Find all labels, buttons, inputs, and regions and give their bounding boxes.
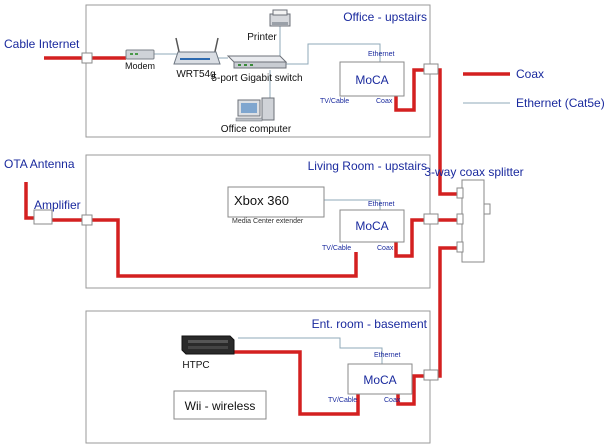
printer-label: Printer bbox=[247, 32, 277, 43]
wii-box bbox=[173, 390, 267, 420]
xbox-box bbox=[227, 186, 325, 218]
moca-living-tvcable: TV/Cable bbox=[322, 245, 351, 252]
switch-icon bbox=[226, 55, 288, 69]
htpc-icon bbox=[181, 335, 235, 355]
xbox-sublabel: Media Center extender bbox=[232, 218, 304, 225]
amplifier-label: Amplifier bbox=[34, 198, 81, 212]
moca-living: MoCA Ethernet TV/Cable Coax bbox=[322, 201, 405, 252]
moca-office: MoCA Ethernet TV/Cable Coax bbox=[320, 51, 405, 105]
office-computer-label: Office computer bbox=[221, 124, 292, 135]
legend-coax-label: Coax bbox=[516, 67, 544, 81]
cable-internet-label: Cable Internet bbox=[4, 37, 80, 51]
moca-ent-ethernet: Ethernet bbox=[374, 352, 401, 359]
moca-ent-tvcable: TV/Cable bbox=[328, 397, 357, 404]
moca-living-ethernet: Ethernet bbox=[368, 201, 395, 208]
office-room-title: Office - upstairs bbox=[343, 10, 427, 24]
connectors bbox=[81, 52, 439, 381]
legend-ethernet-label: Ethernet (Cat5e) bbox=[516, 96, 605, 110]
xbox-label: Xbox 360 bbox=[234, 193, 289, 208]
moca-living-coax: Coax bbox=[377, 245, 394, 252]
modem-icon bbox=[125, 49, 155, 60]
moca-office-tvcable: TV/Cable bbox=[320, 98, 349, 105]
router-icon bbox=[173, 37, 221, 65]
living-room-title: Living Room - upstairs bbox=[308, 159, 427, 173]
moca-ent-coax: Coax bbox=[384, 397, 401, 404]
modem-label: Modem bbox=[125, 61, 155, 71]
moca-living-name: MoCA bbox=[355, 219, 388, 233]
moca-ent: MoCA Ethernet TV/Cable Coax bbox=[328, 352, 413, 404]
ethernet-lines bbox=[154, 26, 510, 365]
moca-office-name: MoCA bbox=[355, 73, 388, 87]
router-label: WRT54g bbox=[176, 69, 215, 80]
htpc-label: HTPC bbox=[182, 360, 209, 371]
printer-icon bbox=[269, 9, 291, 27]
splitter-label: 3-way coax splitter bbox=[424, 165, 523, 179]
amplifier-box bbox=[33, 209, 53, 225]
wii-label: Wii - wireless bbox=[185, 399, 256, 413]
coax-lines bbox=[24, 56, 510, 416]
moca-office-ethernet: Ethernet bbox=[368, 51, 395, 58]
moca-office-coax: Coax bbox=[376, 98, 393, 105]
coax-splitter bbox=[456, 179, 491, 263]
ent-room-title: Ent. room - basement bbox=[312, 317, 428, 331]
ota-antenna-label: OTA Antenna bbox=[4, 157, 75, 171]
switch-label: 5-port Gigabit switch bbox=[211, 73, 302, 84]
computer-icon bbox=[235, 97, 275, 122]
moca-ent-name: MoCA bbox=[363, 373, 396, 387]
